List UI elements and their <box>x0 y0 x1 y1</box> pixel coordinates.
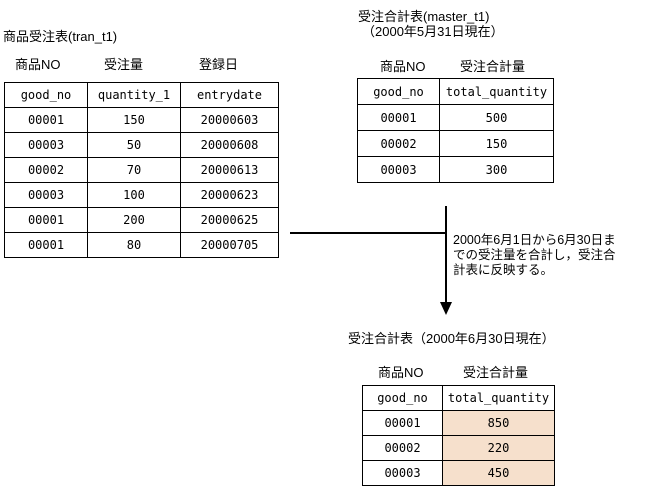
table-row: 00001 500 <box>357 104 554 131</box>
table-header-cell: good_no <box>4 82 88 108</box>
table-row: 00002 70 20000613 <box>4 157 279 183</box>
annotation-line: 2000年6月1日から6月30日ま <box>453 233 616 247</box>
table-header-cell: entrydate <box>180 82 279 108</box>
result-column-label-good-no: 商品NO <box>378 365 424 380</box>
table-header-cell: good_no <box>357 78 440 105</box>
table-header-cell: total_quantity <box>439 78 554 105</box>
table-row: 00002 220 <box>362 435 555 461</box>
table-cell: 20000613 <box>180 157 279 183</box>
table-cell: 00002 <box>357 130 440 157</box>
master-column-label-total: 受注合計量 <box>460 59 526 74</box>
table-cell-highlighted: 220 <box>442 435 555 461</box>
table-header-row: good_no total_quantity <box>362 385 555 411</box>
tran-column-label-quantity: 受注量 <box>104 57 144 72</box>
table-cell: 150 <box>439 130 554 157</box>
table-cell: 00003 <box>362 460 443 486</box>
master-column-label-good-no: 商品NO <box>380 59 426 74</box>
table-cell: 50 <box>87 132 181 158</box>
table-cell: 00001 <box>362 410 443 436</box>
table-cell: 20000625 <box>180 207 279 233</box>
table-cell-highlighted: 450 <box>442 460 555 486</box>
table-row: 00001 150 20000603 <box>4 107 279 133</box>
table-cell: 00003 <box>4 132 88 158</box>
table-row: 00003 50 20000608 <box>4 132 279 158</box>
table-cell: 00002 <box>4 157 88 183</box>
table-header-row: good_no total_quantity <box>357 78 554 105</box>
table-cell: 00001 <box>4 232 88 258</box>
table-cell: 20000623 <box>180 182 279 208</box>
annotation-line: での受注量を合計し，受注合 <box>453 248 616 262</box>
table-row: 00001 850 <box>362 410 555 436</box>
down-arrow-icon <box>440 302 452 315</box>
table-cell: 00001 <box>4 107 88 133</box>
tran-table: good_no quantity_1 entrydate 00001 150 2… <box>4 82 279 258</box>
table-header-cell: total_quantity <box>442 385 555 411</box>
flow-line-vertical <box>445 206 447 303</box>
table-header-cell: good_no <box>362 385 443 411</box>
tran-column-label-good-no: 商品NO <box>15 57 61 72</box>
process-annotation: 2000年6月1日から6月30日ま での受注量を合計し，受注合 計表に反映する。 <box>453 233 616 278</box>
table-cell: 20000608 <box>180 132 279 158</box>
table-cell: 00001 <box>357 104 440 131</box>
table-row: 00001 200 20000625 <box>4 207 279 233</box>
table-cell: 100 <box>87 182 181 208</box>
table-row: 00003 300 <box>357 156 554 183</box>
tran-column-label-entrydate: 登録日 <box>199 57 239 72</box>
table-cell: 200 <box>87 207 181 233</box>
result-column-label-total: 受注合計量 <box>463 365 529 380</box>
table-header-row: good_no quantity_1 entrydate <box>4 82 279 108</box>
table-cell-highlighted: 850 <box>442 410 555 436</box>
tran-table-title: 商品受注表(tran_t1) <box>3 29 118 44</box>
annotation-line: 計表に反映する。 <box>453 263 554 277</box>
table-row: 00003 100 20000623 <box>4 182 279 208</box>
table-cell: 80 <box>87 232 181 258</box>
master-table-title-line1: 受注合計表(master_t1) <box>358 9 490 24</box>
table-cell: 70 <box>87 157 181 183</box>
table-header-cell: quantity_1 <box>87 82 181 108</box>
master-table-title-line2: （2000年5月31日現在） <box>362 24 504 39</box>
table-cell: 20000603 <box>180 107 279 133</box>
master-table: good_no total_quantity 00001 500 00002 1… <box>357 78 554 183</box>
result-table-title: 受注合計表（2000年6月30日現在） <box>348 331 555 346</box>
table-cell: 500 <box>439 104 554 131</box>
table-cell: 20000705 <box>180 232 279 258</box>
result-table: good_no total_quantity 00001 850 00002 2… <box>362 385 555 486</box>
table-cell: 00001 <box>4 207 88 233</box>
table-row: 00002 150 <box>357 130 554 157</box>
table-cell: 00003 <box>4 182 88 208</box>
flow-line-horizontal <box>290 232 446 234</box>
table-cell: 300 <box>439 156 554 183</box>
table-cell: 00003 <box>357 156 440 183</box>
table-cell: 150 <box>87 107 181 133</box>
table-row: 00003 450 <box>362 460 555 486</box>
table-cell: 00002 <box>362 435 443 461</box>
table-row: 00001 80 20000705 <box>4 232 279 258</box>
